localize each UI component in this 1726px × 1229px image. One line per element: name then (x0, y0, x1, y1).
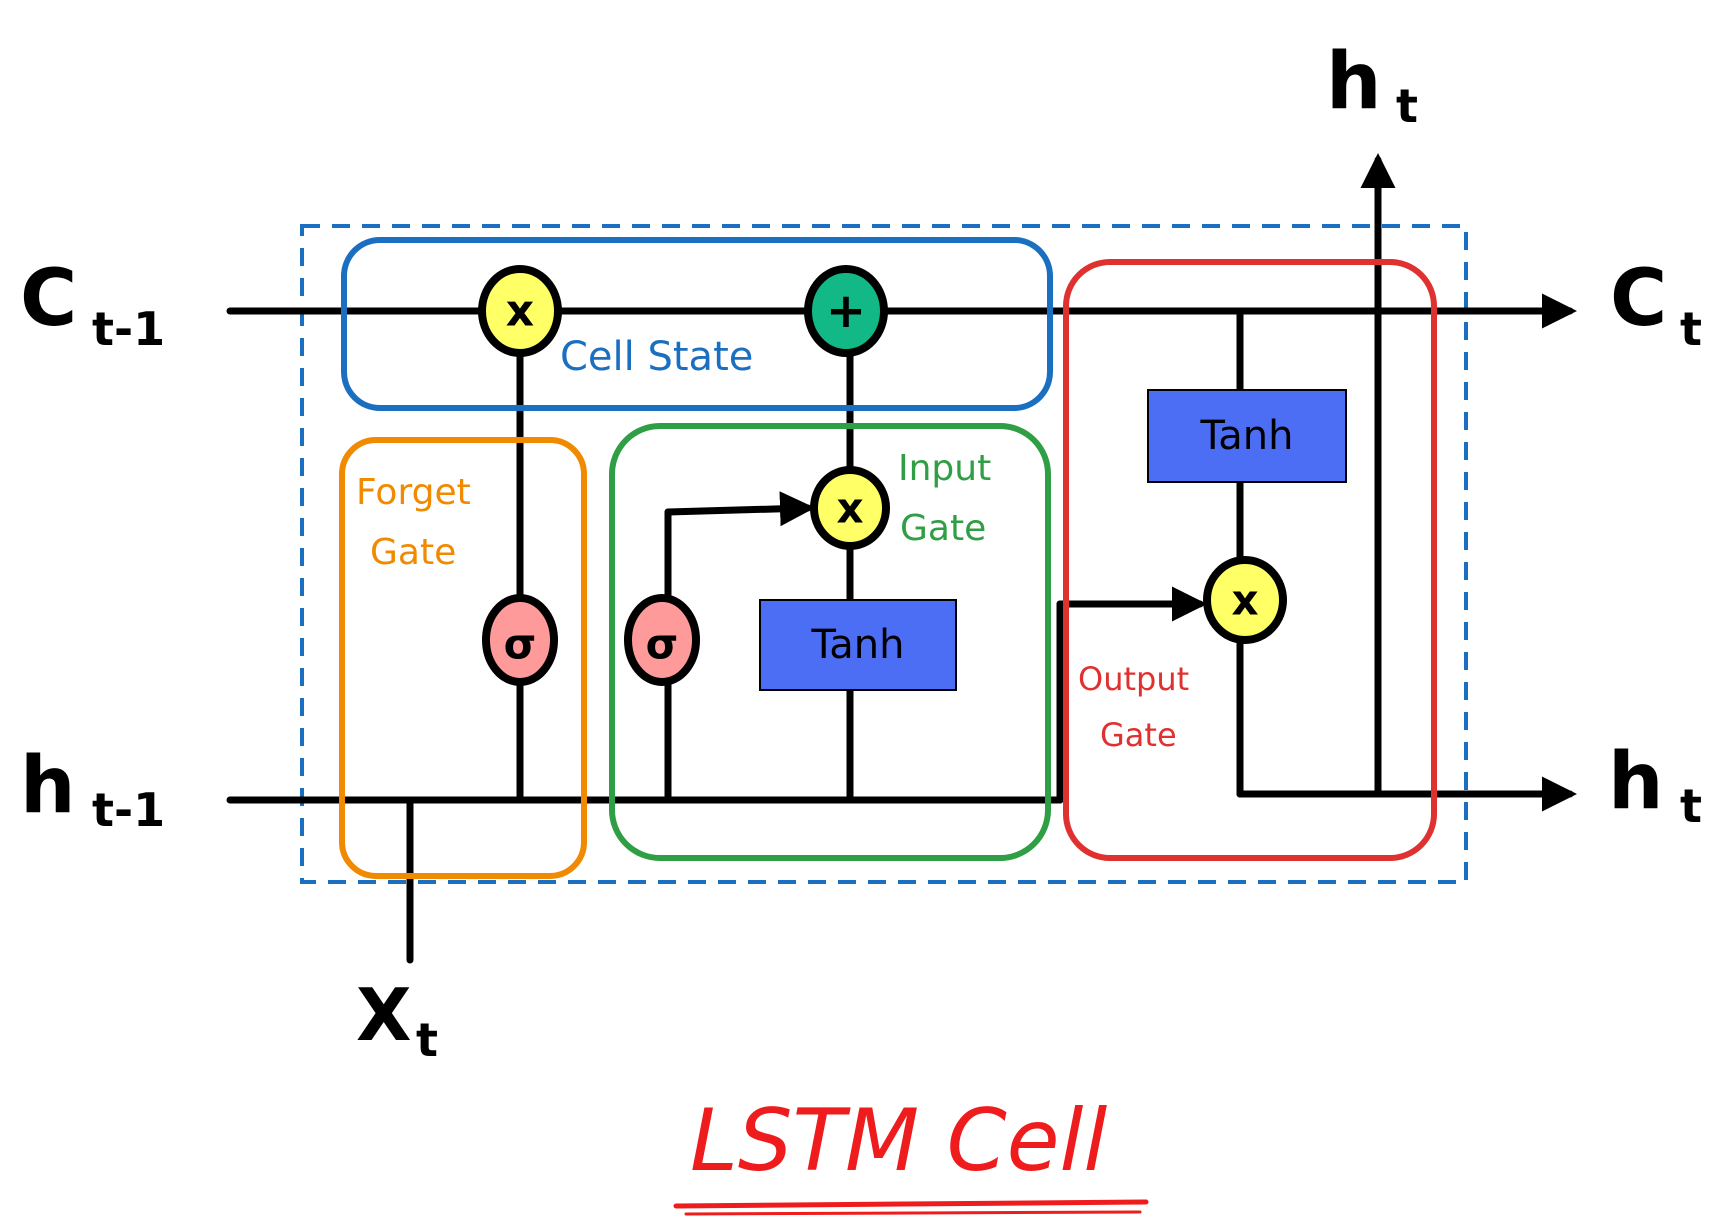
svg-text:t: t (1396, 79, 1418, 133)
c-next-label: C t (1610, 254, 1702, 356)
svg-text:x: x (506, 286, 534, 337)
h-next-label: h t (1608, 737, 1702, 833)
svg-text:t-1: t-1 (92, 302, 165, 356)
h-prev-label: h t-1 (20, 741, 165, 837)
output-multiply-node: x (1203, 556, 1287, 644)
input-gate-label-line2: Gate (900, 508, 986, 549)
cell-add-node: + (804, 265, 888, 357)
input-tanh-box (759, 599, 957, 691)
x-input-label: X t (356, 973, 438, 1067)
forget-gate-label-line1: Forget (356, 472, 471, 513)
svg-text:h: h (20, 741, 76, 831)
svg-text:σ: σ (646, 620, 679, 669)
svg-text:h: h (1326, 37, 1382, 127)
input-gate-label-line1: Input (898, 448, 991, 489)
svg-text:C: C (1610, 254, 1667, 344)
cell-boundary (300, 224, 1468, 884)
output-tanh-label: Tanh (1199, 413, 1293, 459)
svg-text:t: t (1680, 302, 1702, 356)
forget-gate-label-line2: Gate (370, 532, 456, 573)
input-sigmoid-node: σ (624, 594, 700, 686)
svg-text:t-1: t-1 (92, 783, 165, 837)
svg-text:t: t (416, 1013, 438, 1067)
svg-text:X: X (356, 973, 412, 1057)
output-gate-region (1063, 259, 1437, 861)
output-gate-label-line1: Output (1078, 660, 1189, 698)
forget-multiply-node: x (478, 265, 562, 357)
forget-sigmoid-node: σ (482, 594, 558, 686)
input-gate-region (609, 423, 1051, 861)
svg-text:t: t (1680, 779, 1702, 833)
svg-text:x: x (1231, 576, 1258, 625)
title-underline (673, 1199, 1149, 1209)
svg-text:σ: σ (504, 620, 537, 669)
svg-text:x: x (836, 484, 863, 533)
title-underline-2 (684, 1210, 1142, 1216)
input-sigmoid-to-mult (664, 491, 815, 527)
forget-gate-region (339, 437, 587, 879)
input-multiply-node: x (810, 466, 890, 550)
c-prev-label: C t-1 (20, 254, 165, 356)
svg-text:+: + (826, 283, 866, 339)
output-gate-label-line2: Gate (1100, 716, 1177, 754)
diagram-title: LSTM Cell (690, 1091, 1107, 1191)
cell-state-region (341, 237, 1053, 411)
svg-text:C: C (20, 254, 77, 344)
input-tanh-label: Tanh (810, 622, 904, 668)
svg-text:h: h (1608, 737, 1664, 827)
output-tanh-box (1147, 389, 1347, 483)
h-up-label: h t (1326, 37, 1418, 133)
cell-state-label: Cell State (560, 334, 753, 380)
